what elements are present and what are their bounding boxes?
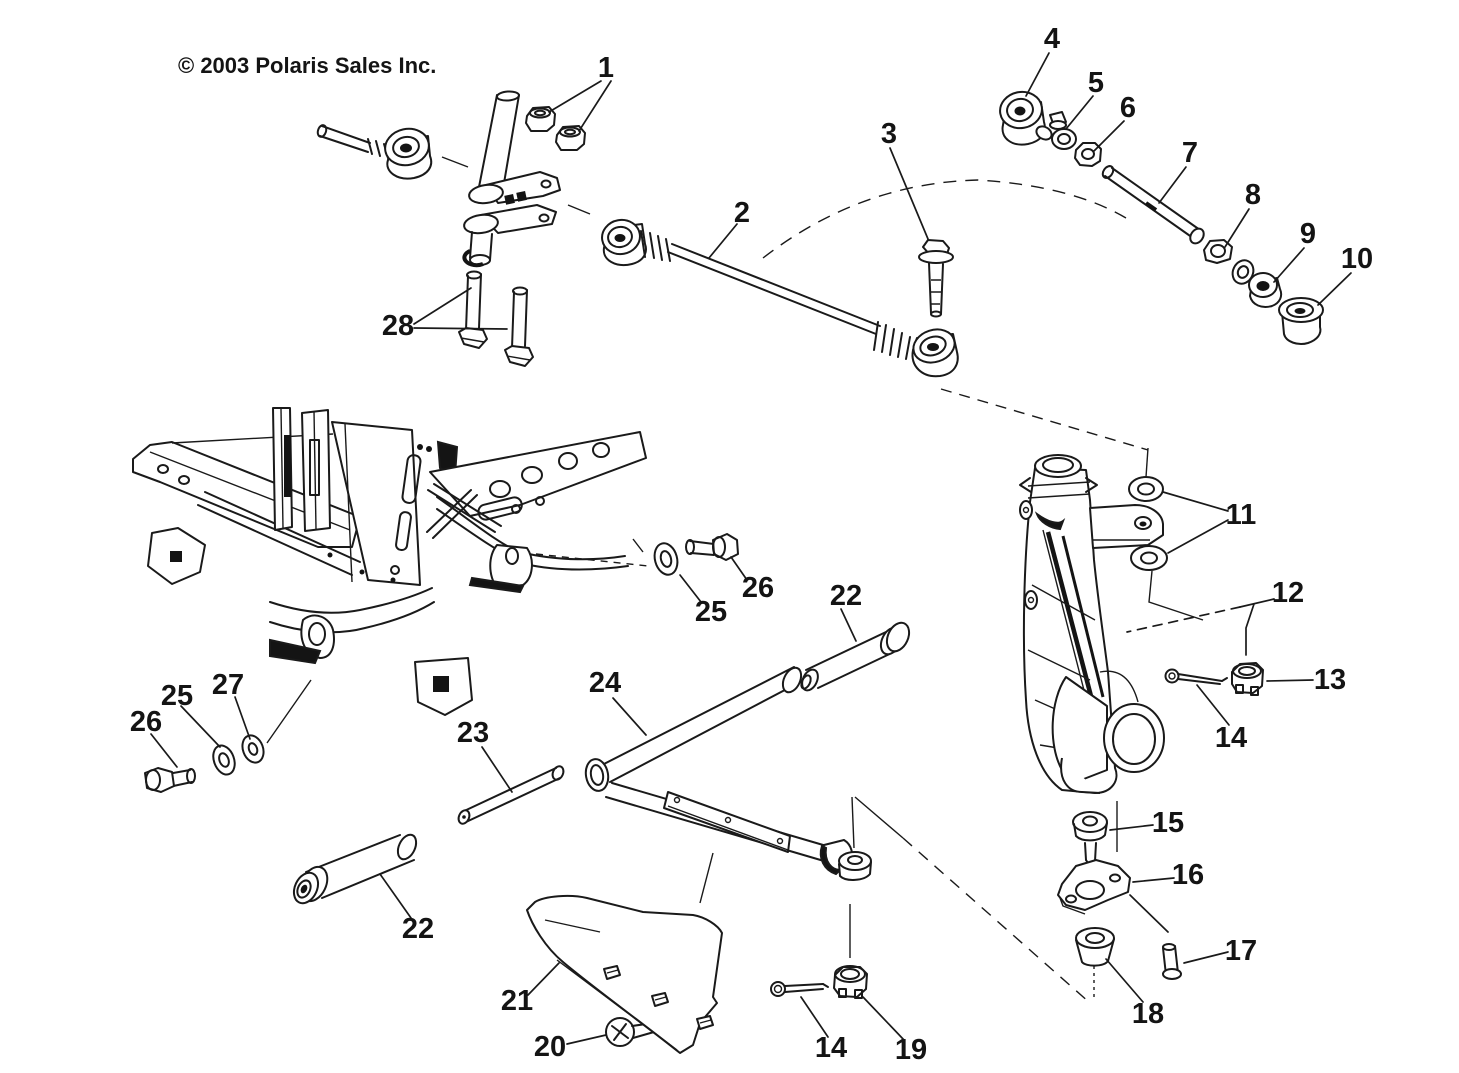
callout-26-a: 26 (742, 572, 774, 604)
left-tie-rod-end (316, 124, 433, 180)
callout-16: 16 (1172, 859, 1204, 891)
tie-rod-part2 (601, 218, 959, 378)
callout-13: 13 (1314, 664, 1346, 696)
callout-25-a: 25 (695, 596, 727, 628)
rod-end-ball-part9 (1231, 259, 1283, 308)
construction-lines (266, 156, 1204, 1004)
callout-26-b: 26 (130, 706, 162, 738)
steering-knuckle-part12 (1019, 454, 1165, 794)
cone-bushing-part18 (1075, 927, 1115, 967)
washer-part25b (212, 744, 236, 776)
callout-layer: 1234567891011121314151617181914202122222… (130, 23, 1373, 1066)
callout-4: 4 (1044, 23, 1060, 55)
washers-part11 (1128, 476, 1168, 571)
pivot-shaft-part23 (457, 765, 565, 825)
callout-8: 8 (1245, 179, 1261, 211)
shoulder-bolt-part15 (1072, 811, 1108, 867)
pin-part17 (1162, 943, 1182, 980)
callout-20: 20 (534, 1031, 566, 1063)
callout-11: 11 (1226, 499, 1257, 531)
callout-21: 21 (501, 985, 533, 1017)
callout-22-a: 22 (830, 580, 862, 612)
pivot-tube-part22a (800, 621, 911, 692)
tie-rod-link-part7 (1101, 165, 1205, 245)
callout-6: 6 (1120, 92, 1136, 124)
castle-nut-part13 (1231, 662, 1264, 696)
callout-17: 17 (1225, 935, 1257, 967)
a-arm-part24 (584, 666, 872, 881)
callout-18: 18 (1132, 998, 1164, 1030)
callout-1: 1 (598, 52, 614, 84)
bushing-part10 (1278, 297, 1324, 345)
lock-nuts-part1 (525, 106, 586, 151)
callout-24: 24 (589, 667, 621, 699)
hex-bolt-part26a (685, 533, 739, 561)
rod-end-part4 (999, 90, 1053, 146)
cotter-pin-part14b (770, 981, 829, 997)
castle-nut-part19 (833, 965, 868, 999)
cotter-pin-part14a (1164, 668, 1228, 685)
pivot-tube-part22b (292, 833, 418, 905)
jam-nut-part6 (1074, 142, 1102, 167)
callout-10: 10 (1341, 243, 1373, 275)
steering-post (462, 90, 561, 268)
callout-25-b: 25 (161, 680, 193, 712)
callout-3: 3 (881, 118, 897, 150)
callout-14-a: 14 (1215, 722, 1247, 754)
flange-bolt-part3 (918, 239, 954, 318)
a-arm-guard-part21 (526, 894, 723, 1054)
hex-bolt-part26b (144, 767, 196, 793)
callout-22-b: 22 (402, 913, 434, 945)
callout-19: 19 (895, 1034, 927, 1066)
copyright-notice: © 2003 Polaris Sales Inc. (178, 53, 436, 78)
mount-plate-part16 (1057, 859, 1131, 915)
callout-28: 28 (382, 310, 414, 342)
callout-27: 27 (212, 669, 244, 701)
washer-part25a (653, 542, 679, 576)
callout-14-b: 14 (815, 1032, 847, 1064)
callout-23: 23 (457, 717, 489, 749)
mount-bolts-part28 (458, 270, 534, 367)
callout-15: 15 (1152, 807, 1184, 839)
leader-lines (150, 52, 1352, 1045)
washer-part27 (241, 734, 265, 764)
frame-weldment (132, 407, 647, 716)
callout-2: 2 (734, 197, 750, 229)
ball-stud-part5 (1049, 111, 1077, 150)
callout-9: 9 (1300, 218, 1316, 250)
callout-5: 5 (1088, 67, 1104, 99)
callout-12: 12 (1272, 577, 1304, 609)
callout-7: 7 (1182, 137, 1198, 169)
